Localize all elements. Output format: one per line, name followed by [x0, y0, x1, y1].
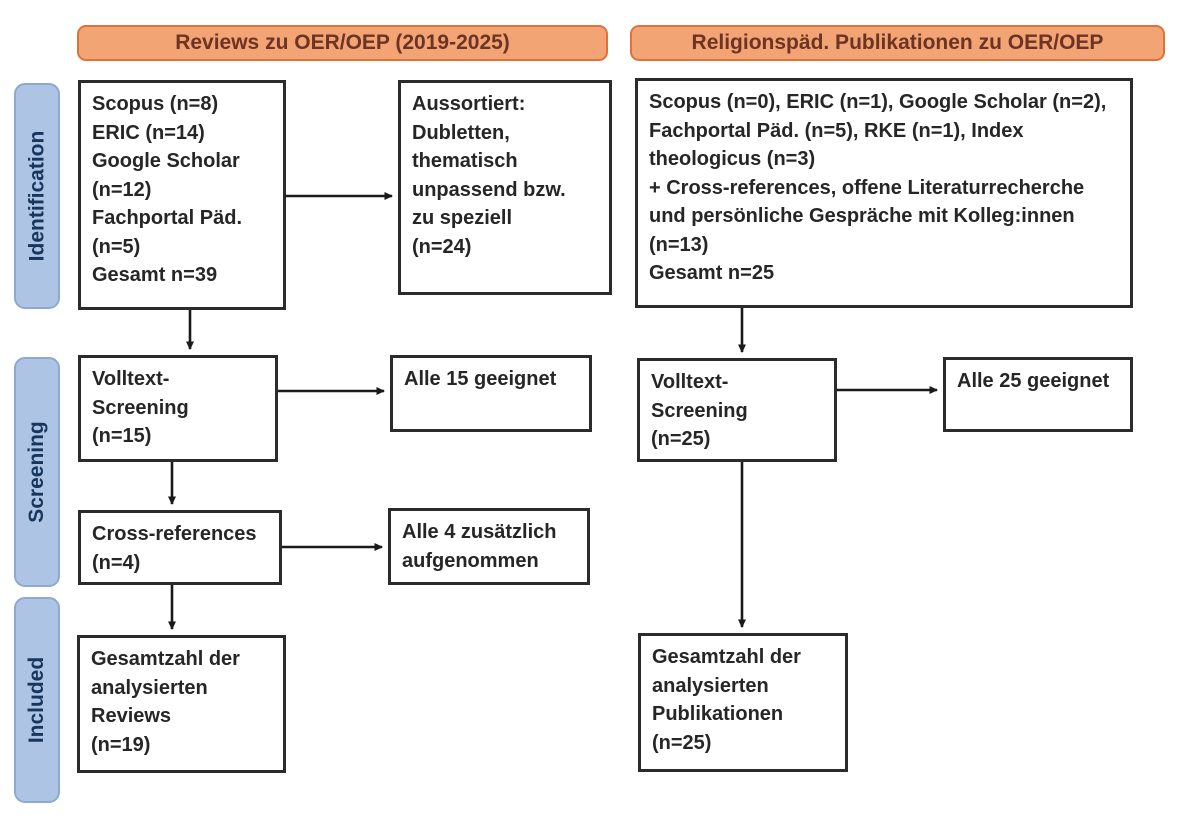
header-religionspaed-pill: Religionspäd. Publikationen zu OER/OEP: [630, 25, 1165, 61]
box-fulltext-result-publications: Alle 25 geeignet: [943, 357, 1133, 432]
box-fulltext-result-reviews: Alle 15 geeignet: [390, 355, 592, 432]
box-fulltext-screening-publications: Volltext- Screening (n=25): [637, 358, 837, 462]
box-total-publications: Gesamtzahl der analysierten Publikatione…: [638, 633, 848, 772]
box-crossreferences-result: Alle 4 zusätzlich aufgenommen: [388, 508, 590, 585]
box-crossreferences: Cross-references (n=4): [78, 510, 282, 585]
stage-pill-screening: Screening: [14, 357, 60, 587]
stage-label-screening: Screening: [25, 421, 49, 523]
box-sources-publications: Scopus (n=0), ERIC (n=1), Google Scholar…: [635, 78, 1133, 308]
stage-label-included: Included: [25, 656, 48, 744]
box-excluded-duplicates: Aussortiert: Dubletten, thematisch unpas…: [398, 80, 612, 295]
stage-label-identification: Identification: [25, 130, 49, 262]
box-total-reviews: Gesamtzahl der analysierten Reviews (n=1…: [77, 635, 286, 773]
stage-pill-identification: Identification: [14, 83, 60, 309]
stage-pill-included: Included: [14, 597, 60, 803]
header-reviews-pill: Reviews zu OER/OEP (2019-2025): [77, 25, 608, 61]
box-fulltext-screening-reviews: Volltext- Screening (n=15): [78, 355, 278, 462]
box-sources-reviews: Scopus (n=8) ERIC (n=14) Google Scholar …: [78, 80, 286, 310]
